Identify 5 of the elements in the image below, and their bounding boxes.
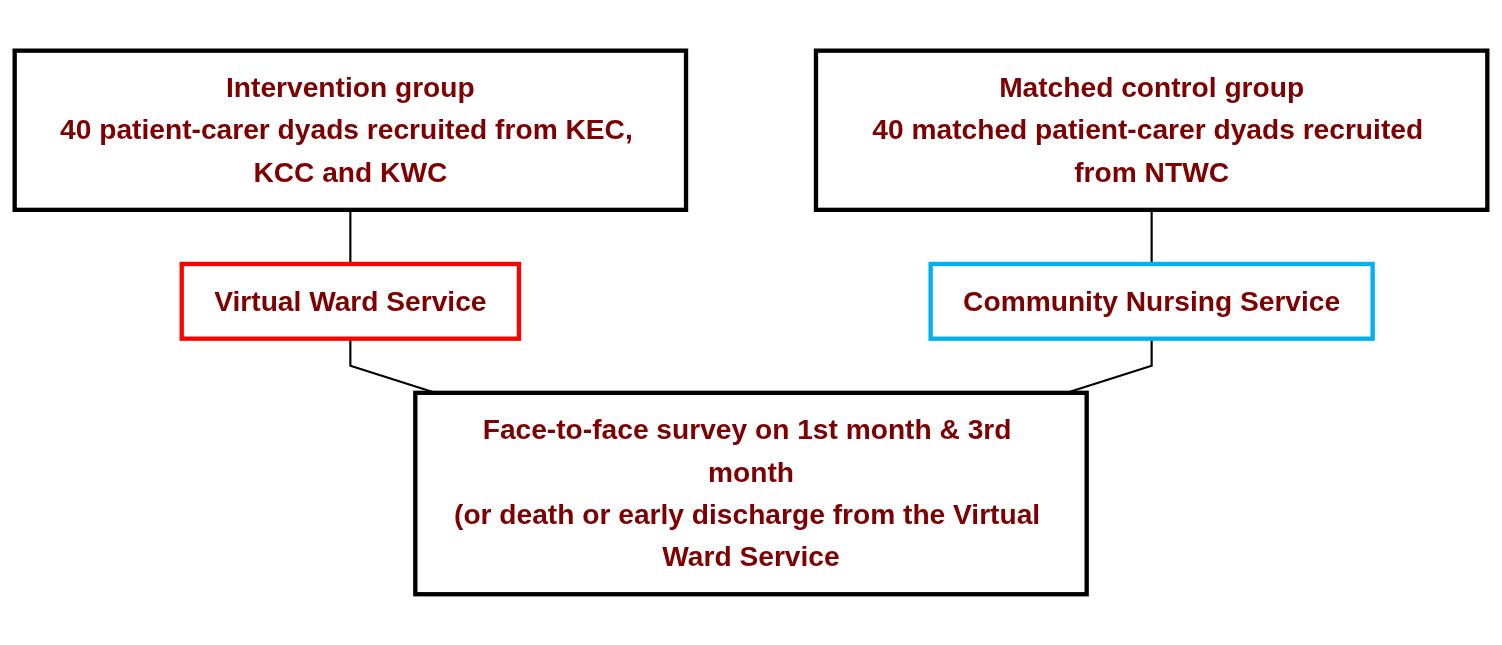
node-box: Face-to-face survey on 1st month & 3rd month (or death or early discharge from the Virtual Ward Service	[413, 390, 1089, 597]
node-box: Matched control group 40 matched patient-carer dyads recruited from NTWC	[813, 48, 1490, 213]
node-box: Virtual Ward Service	[179, 261, 522, 341]
node-box: Intervention group 40 patient-carer dyads recruited from KEC, KCC and KWC	[12, 48, 689, 213]
node-box: Community Nursing Service	[928, 261, 1375, 341]
